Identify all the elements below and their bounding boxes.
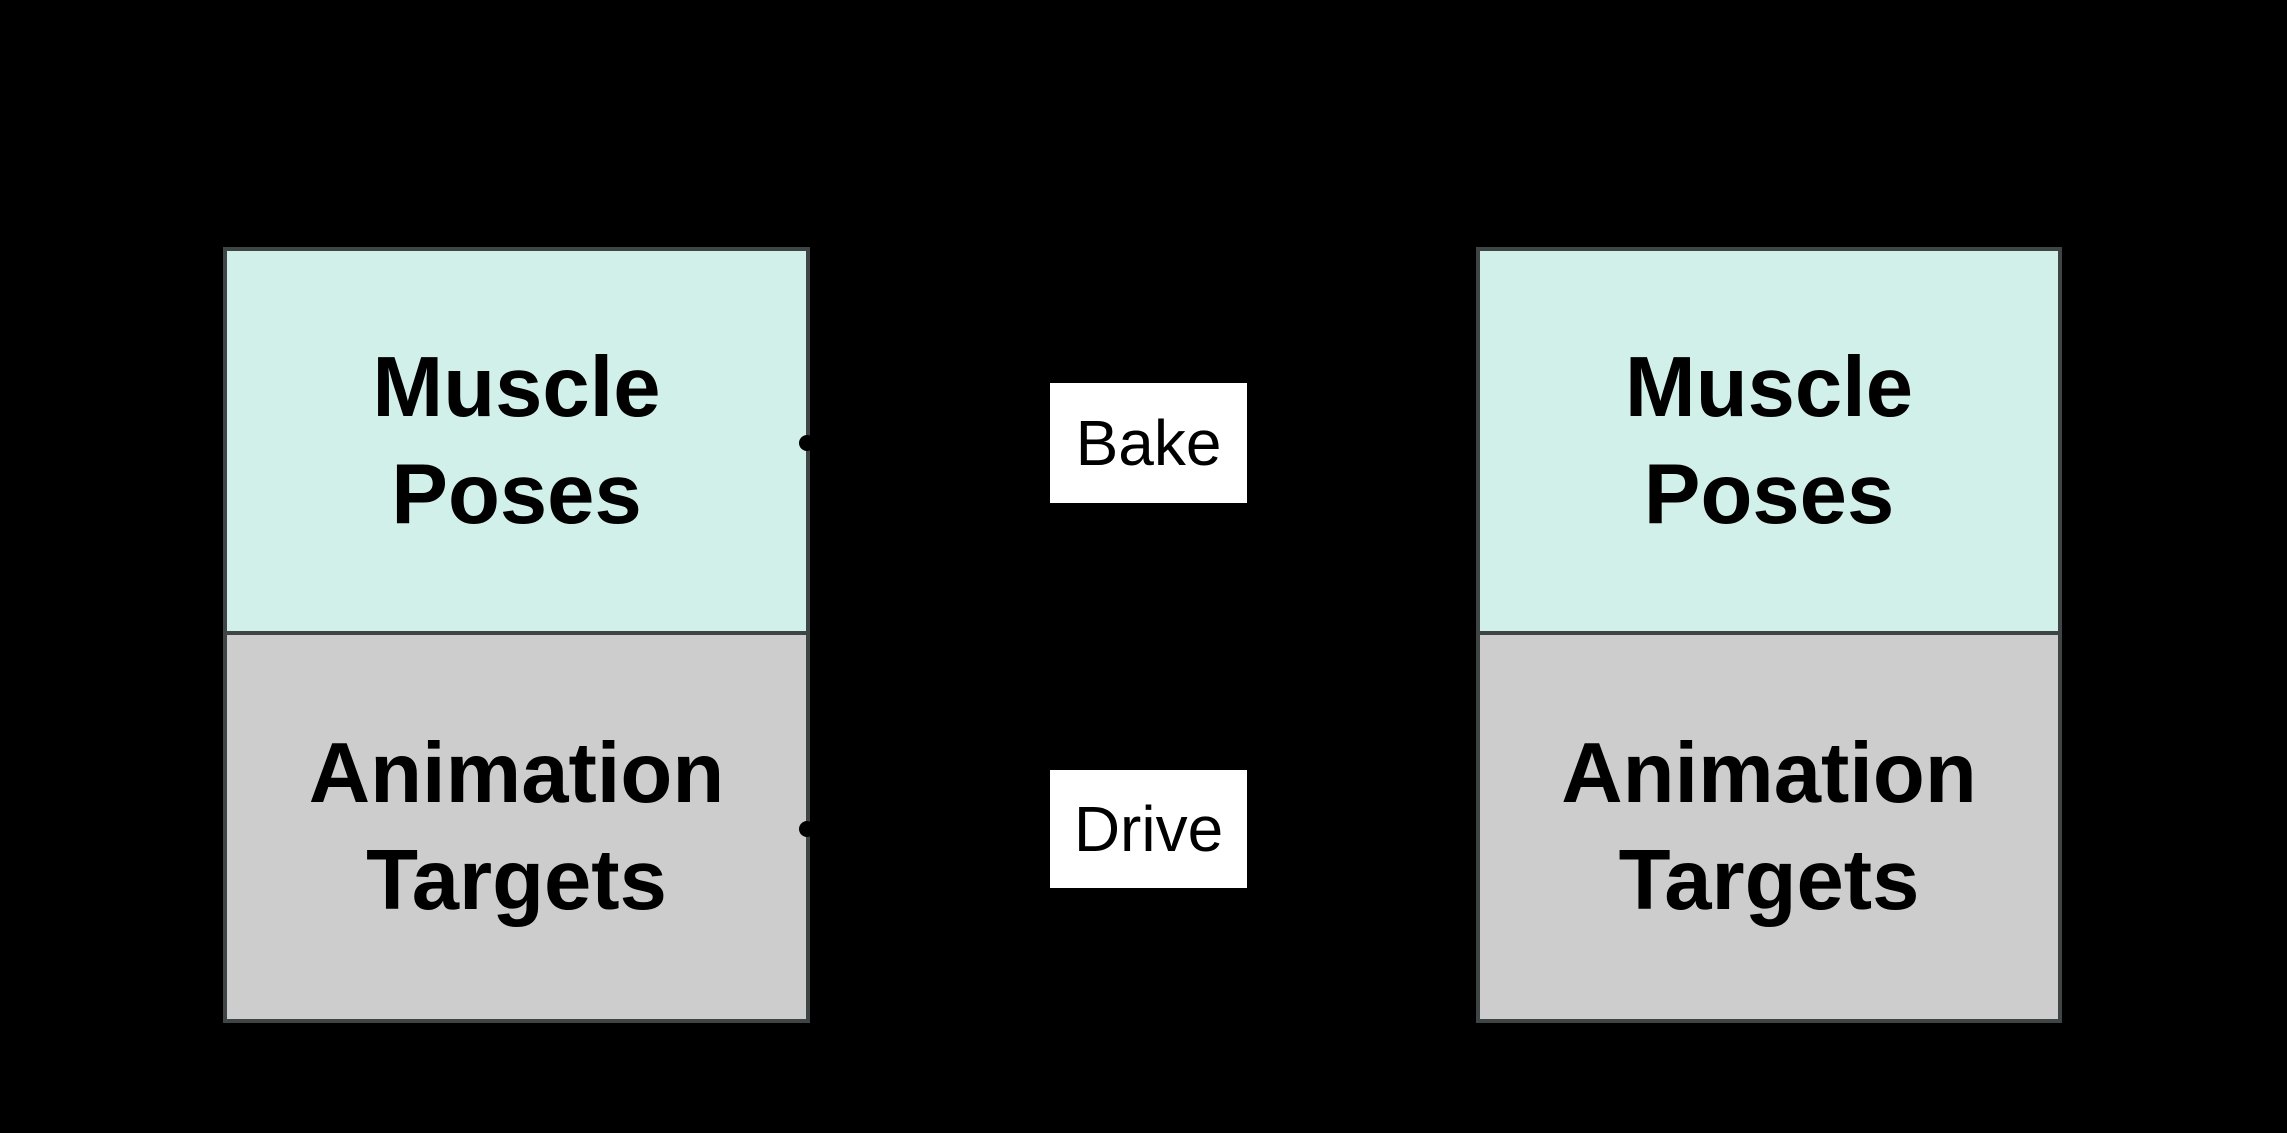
bake-arrow-head	[1457, 431, 1473, 455]
right-muscle-poses-section: Muscle Poses	[1480, 251, 2058, 635]
left-muscle-poses-section: Muscle Poses	[227, 251, 806, 635]
bake-label: Bake	[1050, 383, 1247, 503]
drive-label: Drive	[1050, 770, 1247, 888]
left-panel: Muscle Poses Animation Targets	[223, 247, 810, 1023]
right-animation-targets-section: Animation Targets	[1480, 635, 2058, 1019]
right-animation-targets-label: Animation Targets	[1561, 726, 1977, 928]
left-animation-targets-label: Animation Targets	[308, 726, 725, 928]
left-animation-targets-section: Animation Targets	[227, 635, 806, 1019]
drive-arrow-head	[1457, 817, 1473, 841]
right-panel: Muscle Poses Animation Targets	[1476, 247, 2062, 1023]
right-muscle-poses-label: Muscle Poses	[1624, 340, 1914, 542]
left-muscle-poses-label: Muscle Poses	[372, 340, 661, 542]
